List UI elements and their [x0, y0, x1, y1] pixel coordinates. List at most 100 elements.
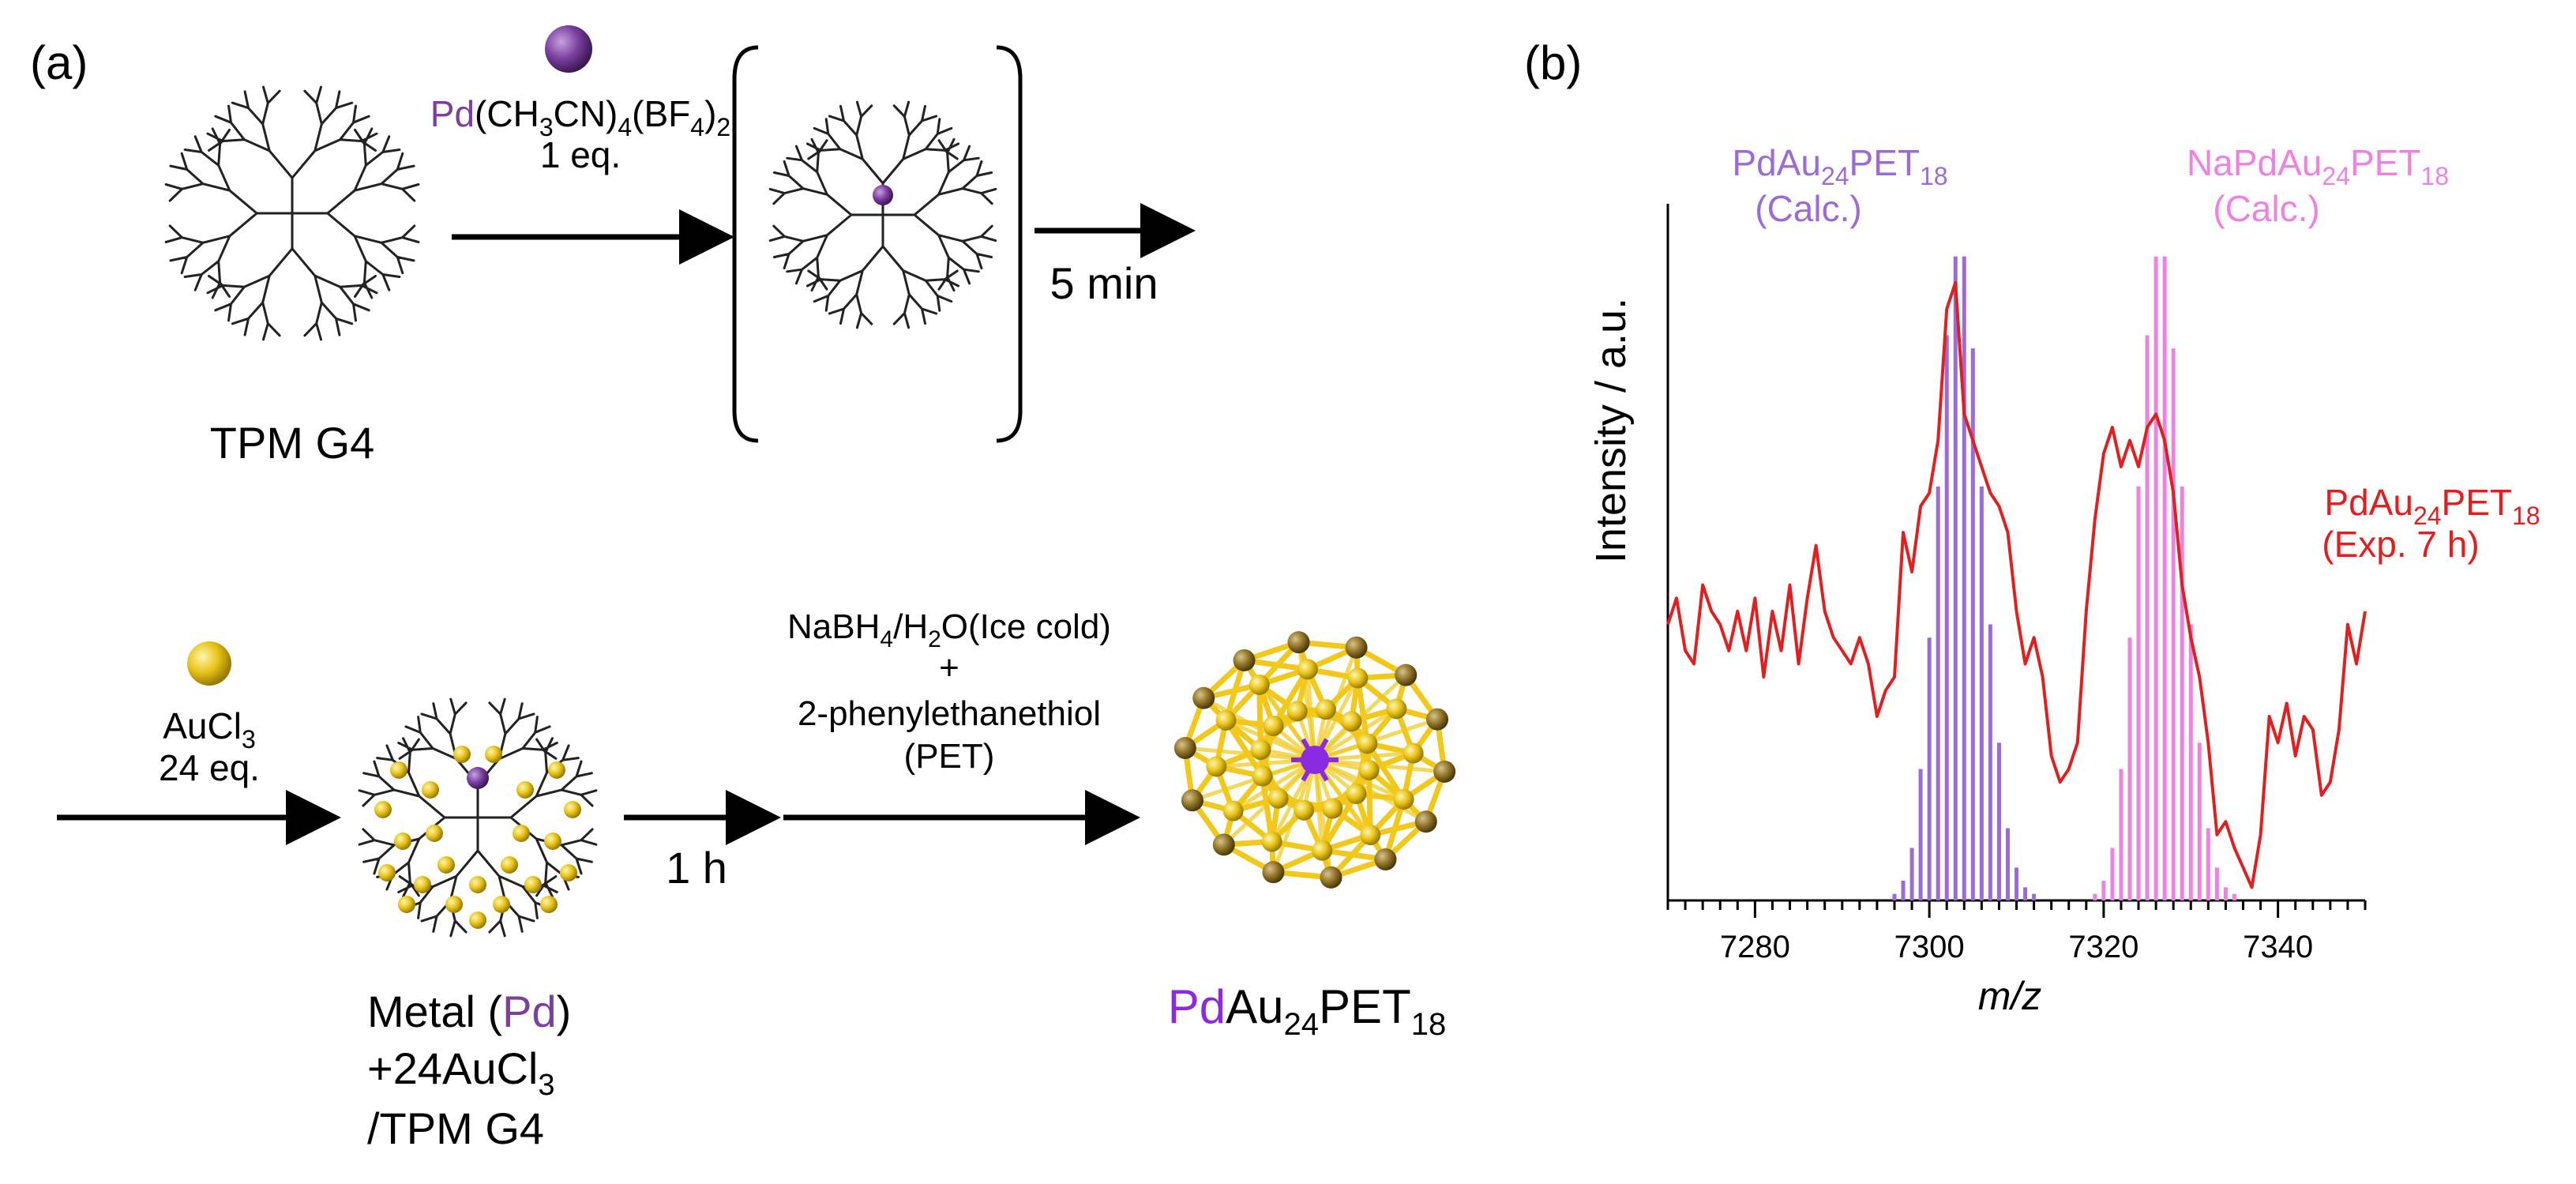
s-atom-icon [1173, 737, 1196, 760]
au-atom-icon [1312, 840, 1333, 861]
s-atom-icon [1433, 760, 1456, 783]
reduction-thiol: 2-phenylethanethiol [798, 694, 1101, 733]
au-atom-icon [548, 761, 565, 779]
cluster-bond [1203, 696, 1316, 762]
panel-a-label: (a) [30, 36, 88, 89]
au-atom-icon [1346, 784, 1367, 805]
au-atom-icon [426, 825, 443, 842]
pd-center-bond [1312, 758, 1329, 782]
au-atom-icon [540, 896, 558, 913]
au-atom-icon [1294, 799, 1315, 821]
au-atom-icon [1341, 711, 1362, 732]
au-atom-icon [394, 833, 411, 850]
cluster-bond [1366, 767, 1373, 838]
au-atom-icon [1249, 674, 1270, 695]
experimental-spectrum-line [1666, 280, 2367, 889]
time-1-h: 1 h [666, 843, 727, 893]
s-atom-icon [1262, 861, 1285, 884]
cluster-bond [1364, 740, 1407, 802]
bracket-right [996, 45, 1023, 443]
au-atom-icon [1250, 739, 1271, 761]
au-atom-icon [1267, 787, 1289, 809]
au-atom-icon [524, 876, 542, 893]
y-axis-label: Intensity / a.u. [1587, 298, 1635, 563]
dendrimer-branches [164, 85, 420, 341]
au-atom-icon [1358, 759, 1380, 780]
legend-calc1: PdAu24PET18 [1732, 142, 1947, 190]
x-axis-label: m/z [1978, 974, 2042, 1018]
dendrimer-tpm-g4-icon [164, 85, 420, 341]
au-atom-icon [1215, 709, 1237, 731]
au-atom-icon [1322, 798, 1343, 819]
au-atom-icon [445, 896, 463, 913]
au-atom-icon [1386, 698, 1407, 720]
au-atom-icon [1357, 733, 1378, 754]
au-atom-icon [513, 825, 530, 842]
s-atom-icon [1395, 663, 1418, 686]
s-atom-icon [1233, 648, 1256, 671]
au-atom-icon [1347, 667, 1369, 689]
complex-label-line3: /TPM G4 [367, 1103, 544, 1153]
aucl3-equiv: 24 eq. [159, 747, 260, 788]
pd-center-bond [1312, 738, 1329, 761]
au-atom-icon [1360, 825, 1381, 846]
pd-core-atom-icon [873, 185, 893, 205]
dendrimer-pd-core-icon [768, 100, 997, 329]
pd-atom-icon [545, 25, 592, 73]
s-atom-icon [1181, 789, 1204, 812]
x-tick-label: 7300 [1894, 930, 1965, 964]
au-atom-icon [453, 746, 471, 763]
au-atom-icon [1252, 765, 1273, 787]
au-atom-icon [398, 896, 415, 913]
panel-b-label: (b) [1524, 36, 1582, 89]
cluster-bond [1313, 757, 1427, 824]
au-atom-icon [437, 856, 455, 874]
dendrimer-branches [358, 697, 598, 938]
pdau24-cluster-icon [1173, 631, 1456, 889]
dendrimer-branches [768, 100, 997, 329]
s-atom-icon [1320, 866, 1342, 889]
au-atom-icon [1297, 659, 1318, 680]
reduction-reagent-line1: NaBH4/H2O(Ice cold) [787, 607, 1111, 652]
reagent-pd-complex: Pd(CH3CN)4(BF4)2 [430, 93, 730, 141]
au-atom-icon [1206, 756, 1227, 777]
product-label: PdAu24PET18 [1168, 980, 1446, 1042]
legend-exp: PdAu24PET18 [2324, 482, 2540, 530]
au-atom-icon [390, 761, 407, 779]
au-atom-icon [1263, 715, 1284, 736]
au-atom-icon [485, 746, 502, 763]
au-atom-icon [378, 864, 396, 881]
pd-center-bond [1301, 758, 1317, 782]
complex-label-line2: +24AuCl3 [367, 1043, 555, 1102]
x-tick-label: 7340 [2243, 930, 2313, 964]
au-atom-icon [422, 781, 439, 799]
s-atom-icon [1287, 631, 1310, 654]
au-atom-icon [1286, 701, 1308, 722]
au-atom-icon [516, 781, 534, 799]
s-atom-icon [1192, 686, 1215, 709]
aucl3-reagent: AuCl3 [163, 705, 256, 754]
cluster-bond [1256, 682, 1264, 753]
au-atom-icon [187, 641, 231, 686]
s-atom-icon [1345, 636, 1368, 659]
cluster-bond [1312, 646, 1358, 761]
au-atom-icon [1403, 742, 1424, 764]
au-atom-icon [560, 864, 577, 881]
au-atom-icon [493, 896, 510, 913]
dendrimer-pd-au-complex-icon [358, 697, 598, 938]
x-tick-label: 7320 [2068, 930, 2139, 964]
legend-calc2: NaPdAu24PET18 [2187, 142, 2449, 190]
bracket-left [732, 45, 759, 443]
reagent-pd-equiv: 1 eq. [540, 134, 621, 175]
au-atom-icon [1222, 800, 1244, 821]
au-atom-icon [1315, 699, 1336, 720]
pd-core-atom-icon [467, 767, 489, 789]
s-atom-icon [1426, 708, 1449, 731]
cluster-bond [1271, 759, 1317, 874]
cluster-bond [1354, 675, 1370, 746]
dendrimer-label: TPM G4 [210, 418, 374, 468]
cluster-bond [1313, 707, 1398, 762]
cluster-bond [1260, 773, 1275, 845]
